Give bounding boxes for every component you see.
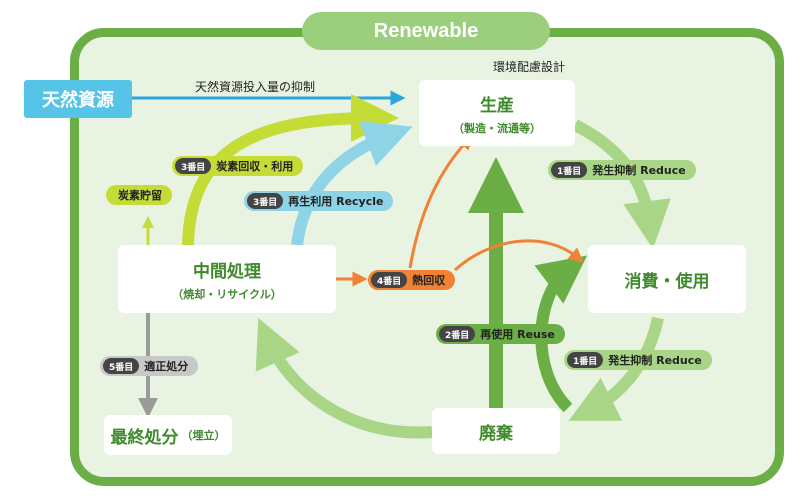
pill-text: 炭素回収・利用 [216,160,294,173]
pill-text: 適正処分 [144,360,189,373]
pill-reuse: 2番目 再使用 Reuse [436,324,565,344]
heat-recovery-arrow-2 [408,134,474,269]
resource-input-label: 天然資源投入量の抑制 [195,80,316,94]
pill-reduce-bottom: 1番目 発生抑制 Reduce [564,350,712,370]
env-design-label: 環境配慮設計 [493,60,566,74]
production-subtitle: （製造・流通等） [453,121,541,135]
intermediate-subtitle: （焼却・リサイクル） [172,287,282,301]
consumption-title: 消費・使用 [624,271,710,292]
pill-text: 再生利用 Recycle [288,195,384,208]
disposal-to-intermediate-arrow [255,318,433,439]
pill-rank: 4番目 [371,272,408,288]
production-node: 生産 （製造・流通等） [419,80,575,146]
pill-rank: 1番目 [551,162,588,178]
disposal-node: 廃棄 [432,408,560,454]
final-disposal-title: 最終処分 [110,427,179,448]
intermediate-title: 中間処理 [193,261,261,282]
production-title: 生産 [480,95,514,116]
pill-text: 熱回収 [412,274,446,287]
pill-rank: 3番目 [175,158,212,174]
heat-recovery-arrow-3 [453,239,584,272]
final-disposal-node: 最終処分 （埋立） [104,415,232,455]
pill-recycle: 3番目 再生利用 Recycle [244,191,394,211]
natural-resources-box: 天然資源 [24,80,132,118]
pill-carbon-recovery: 3番目 炭素回収・利用 [172,156,304,176]
carbon-recovery-arrow [182,94,399,246]
pill-rank: 3番目 [247,193,284,209]
carbon-storage-label: 炭素貯留 [118,189,162,202]
pill-rank: 1番目 [567,352,604,368]
pill-rank: 5番目 [103,358,140,374]
pill-proper-disposal: 5番目 適正処分 [100,356,199,376]
pill-rank: 2番目 [439,326,476,342]
carbon-storage-node: 炭素貯留 [106,185,172,205]
pill-heat-recovery: 4番目 熱回収 [368,270,456,290]
consumption-node: 消費・使用 [588,245,746,313]
final-disposal-subtitle: （埋立） [181,429,226,442]
recycle-arrow [291,120,413,246]
pill-reduce-top: 1番目 発生抑制 Reduce [548,160,696,180]
pill-text: 再使用 Reuse [480,328,555,341]
intermediate-node: 中間処理 （焼却・リサイクル） [118,245,336,313]
disposal-title: 廃棄 [479,423,513,444]
pill-text: 発生抑制 Reduce [608,354,702,367]
pill-text: 発生抑制 Reduce [592,164,686,177]
consumption-to-disposal-arrow [568,316,664,421]
renewable-tab: Renewable [302,12,550,50]
